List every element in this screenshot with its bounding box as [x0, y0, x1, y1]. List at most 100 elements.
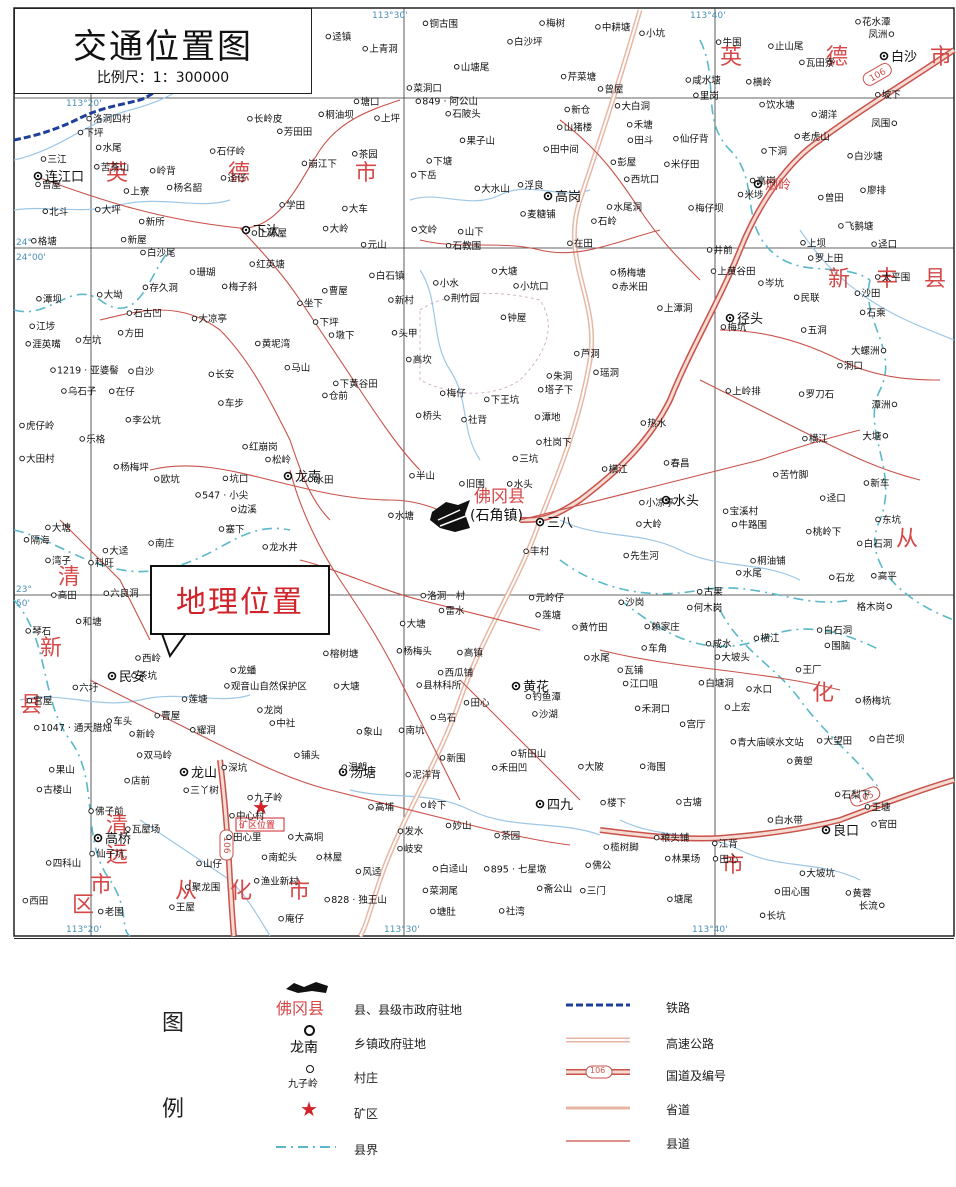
- village-label: 瓦田寮: [806, 57, 835, 69]
- village-marker: [706, 247, 713, 253]
- village-label: 赖家庄: [651, 621, 680, 633]
- village-label: 岐安: [404, 843, 423, 855]
- village-marker: [255, 340, 261, 347]
- village-marker: [96, 291, 103, 298]
- village-label: 米仔田: [671, 159, 700, 171]
- village-label: 大田村: [26, 453, 55, 465]
- village-marker: [416, 682, 422, 688]
- village-marker: [768, 43, 774, 49]
- village-marker: [772, 471, 779, 478]
- town-label: 水头: [673, 494, 699, 509]
- village-marker: [120, 236, 127, 243]
- village-label: 佛子前: [95, 806, 124, 818]
- village-marker: [546, 373, 553, 379]
- village-marker: [567, 240, 573, 246]
- village-label: 上坝: [807, 238, 827, 249]
- village-label: 1219 · 亚婆髻: [57, 365, 119, 377]
- village-label: 禾洞口: [642, 704, 671, 715]
- village-marker: [463, 699, 470, 706]
- village-marker: [774, 888, 781, 895]
- village-label: 斋公山: [544, 883, 573, 895]
- village-marker: [42, 208, 49, 215]
- village-marker: [437, 669, 444, 676]
- village-marker: [129, 731, 135, 737]
- village-label: 水尾: [103, 142, 122, 154]
- region-label: 丰: [876, 267, 898, 292]
- village-marker: [355, 868, 362, 875]
- village-marker: [610, 269, 616, 276]
- village-label: 大白洞: [622, 100, 651, 112]
- village-marker: [664, 855, 671, 862]
- village-label: 虎仔岭: [26, 420, 55, 432]
- title-box: 交通位置图 比例尺：1：300000: [14, 8, 312, 94]
- village-label: 元岭仔: [536, 592, 565, 604]
- village-marker: [333, 683, 340, 689]
- village-marker: [369, 272, 375, 279]
- village-marker: [855, 18, 861, 25]
- region-label: 清: [58, 565, 80, 590]
- village-label: 水口: [753, 683, 772, 695]
- village-label: 六圩: [79, 682, 99, 694]
- village-marker: [269, 720, 276, 726]
- village-marker: [88, 559, 94, 566]
- village-label: 洛洞一村: [427, 590, 466, 602]
- village-label: 下洞: [768, 147, 787, 158]
- village-label: 佛公: [592, 860, 612, 872]
- village-label: 古果: [704, 586, 724, 598]
- village-marker: [513, 283, 519, 289]
- village-marker: [301, 160, 308, 167]
- village-label: 上寮: [130, 186, 150, 198]
- village-label: 水头: [514, 478, 533, 490]
- village-marker: [453, 64, 460, 70]
- village-marker: [342, 205, 348, 212]
- village-label: 高平: [878, 570, 898, 582]
- village-marker: [352, 151, 358, 157]
- village-marker: [871, 573, 877, 579]
- village-marker: [457, 649, 463, 656]
- legend-label: 县、县级市政府驻地: [354, 1003, 463, 1017]
- village-marker: [891, 120, 898, 126]
- village-label: 南坑: [406, 725, 426, 737]
- village-marker: [517, 182, 524, 188]
- village-marker: [388, 512, 394, 519]
- village-marker: [445, 822, 452, 829]
- village-marker: [189, 269, 196, 275]
- village-marker: [794, 133, 800, 140]
- village-marker: [618, 599, 624, 605]
- village-label: 丰村: [530, 546, 550, 558]
- village-marker: [845, 890, 852, 896]
- village-label: 凤洲: [868, 30, 887, 41]
- village-marker: [761, 148, 767, 154]
- village-marker: [802, 435, 808, 442]
- village-marker: [746, 686, 752, 692]
- village-label: 迳口: [878, 240, 897, 251]
- village-marker: [676, 799, 682, 805]
- village-label: 铜古围: [430, 18, 459, 30]
- village-label: 曾屋: [605, 83, 624, 95]
- village-marker: [856, 540, 863, 547]
- region-labels: 英 德 市 英 德 市 新 丰 县 从 化 市 清 新 县 清 远 市 从 化 …: [20, 45, 952, 918]
- village-label: 大塘: [498, 266, 518, 278]
- village-marker: [880, 347, 887, 354]
- village-marker: [322, 392, 328, 399]
- village-marker: [735, 570, 742, 576]
- village-label: 李公坑: [132, 414, 161, 426]
- village-marker: [679, 721, 686, 727]
- village-label: 莲塘: [542, 609, 562, 621]
- village-marker: [439, 755, 446, 761]
- mine-location: ★ 矿区位置: [235, 795, 285, 832]
- village-marker: [459, 137, 466, 144]
- village-label: 庵仔: [285, 913, 305, 925]
- village-label: 坐下: [304, 299, 323, 310]
- village-label: 瓦铺: [624, 665, 643, 677]
- village-label: 梅仔坝: [695, 202, 724, 214]
- village-label: 雷水: [446, 605, 466, 617]
- village-marker: [26, 697, 33, 704]
- village-label: 粮头铺: [661, 832, 690, 844]
- village-marker: [325, 33, 332, 40]
- village-label: 白沙坪: [514, 36, 543, 48]
- village-label: 迳口: [827, 494, 846, 505]
- village-marker: [328, 332, 335, 338]
- village-label: 长岭皮: [254, 113, 283, 125]
- village-label: 左坑: [82, 335, 102, 347]
